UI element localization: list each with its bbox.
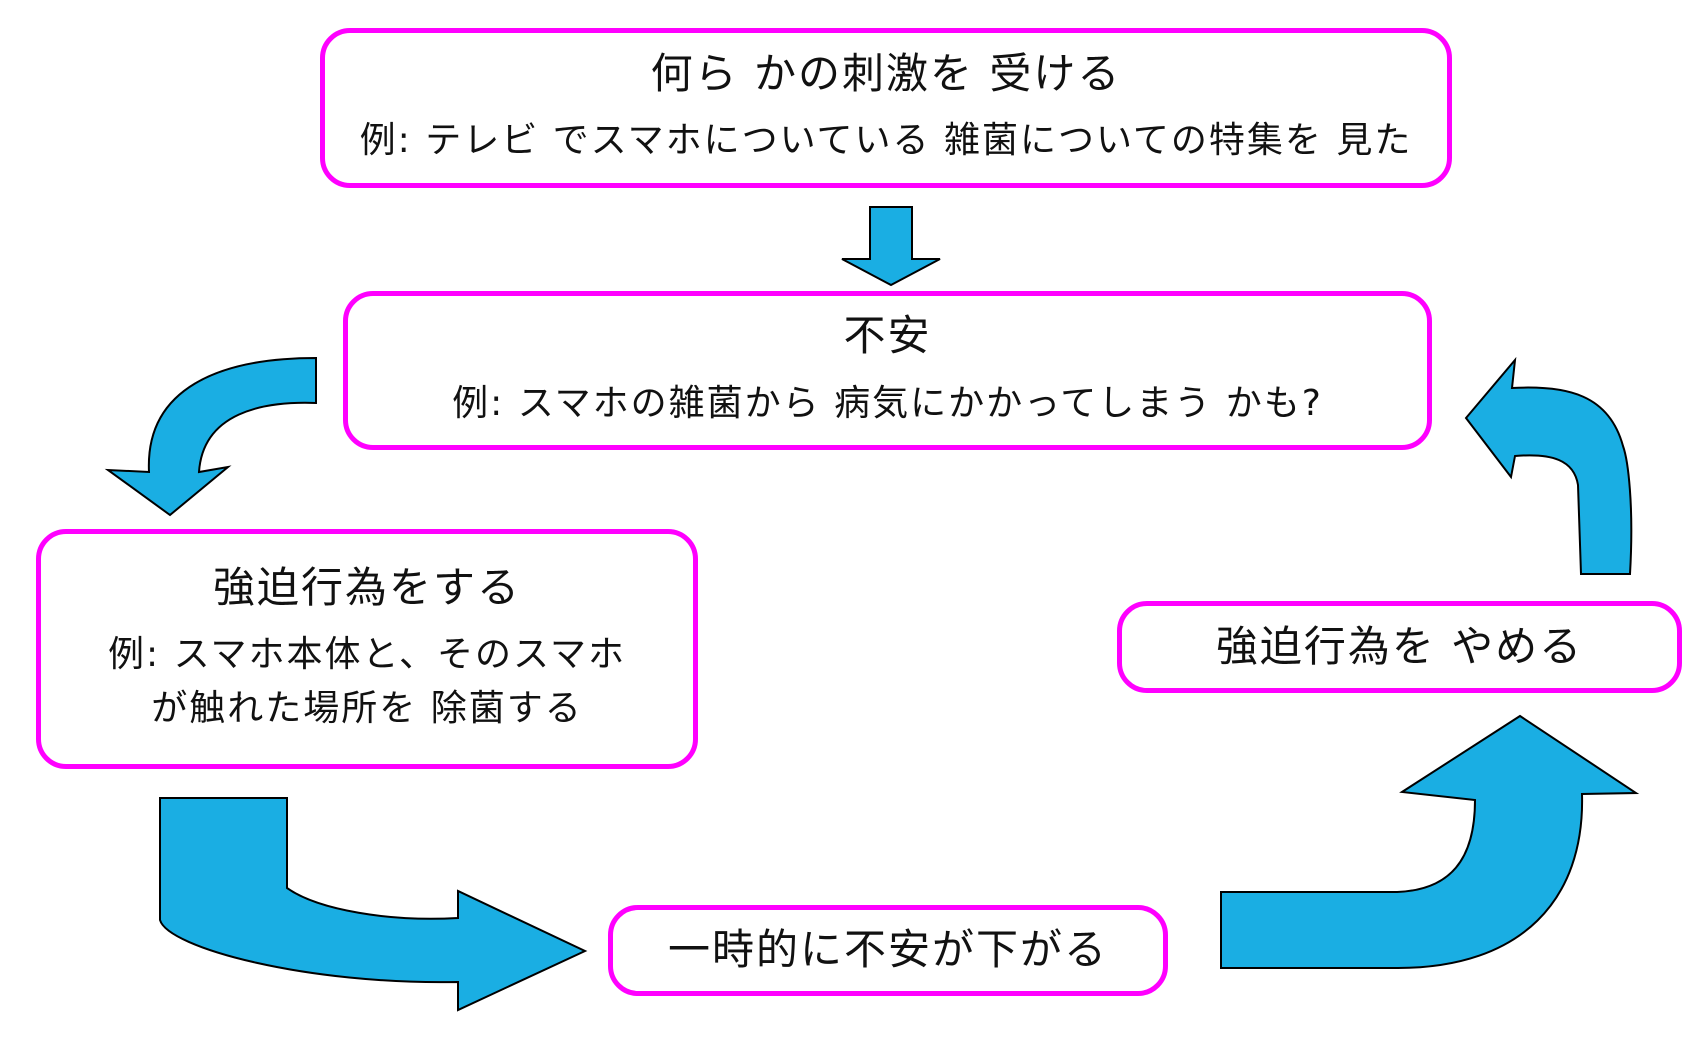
stimulus-example: 例: テレビ でスマホについている 雑菌についての特集を 見た (359, 120, 1413, 162)
stop-compulsion-box: 強迫行為を やめる (1117, 601, 1682, 693)
anxiety-title: 不安 (843, 311, 932, 361)
compulsion-box: 強迫行為をする 例: スマホ本体と、そのスマホ が触れた場所を 除菌する (36, 529, 698, 769)
stimulus-box: 何ら かの刺激を 受ける 例: テレビ でスマホについている 雑菌についての特集… (320, 28, 1452, 188)
compulsion-example-line2: が触れた場所を 除菌する (151, 688, 583, 730)
stop-compulsion-title: 強迫行為を やめる (1215, 621, 1584, 671)
arrow-stop-to-anxiety (1464, 356, 1633, 575)
compulsion-example-line1: 例: スマホ本体と、そのスマホ (108, 634, 626, 676)
arrow-anxiety-to-compulsion (104, 356, 317, 517)
temporary-relief-title: 一時的に不安が下がる (667, 925, 1108, 975)
temporary-relief-box: 一時的に不安が下がる (608, 905, 1168, 996)
stimulus-title: 何ら かの刺激を 受ける (650, 48, 1122, 98)
anxiety-example: 例: スマホの雑菌から 病気にかかってしまう かも? (452, 382, 1323, 424)
compulsion-title: 強迫行為をする (212, 562, 521, 612)
arrow-compulsion-to-relief (159, 797, 588, 1012)
arrow-relief-to-stop (1220, 714, 1640, 969)
anxiety-box: 不安 例: スマホの雑菌から 病気にかかってしまう かも? (343, 291, 1432, 450)
arrow-stimulus-to-anxiety (841, 206, 941, 287)
